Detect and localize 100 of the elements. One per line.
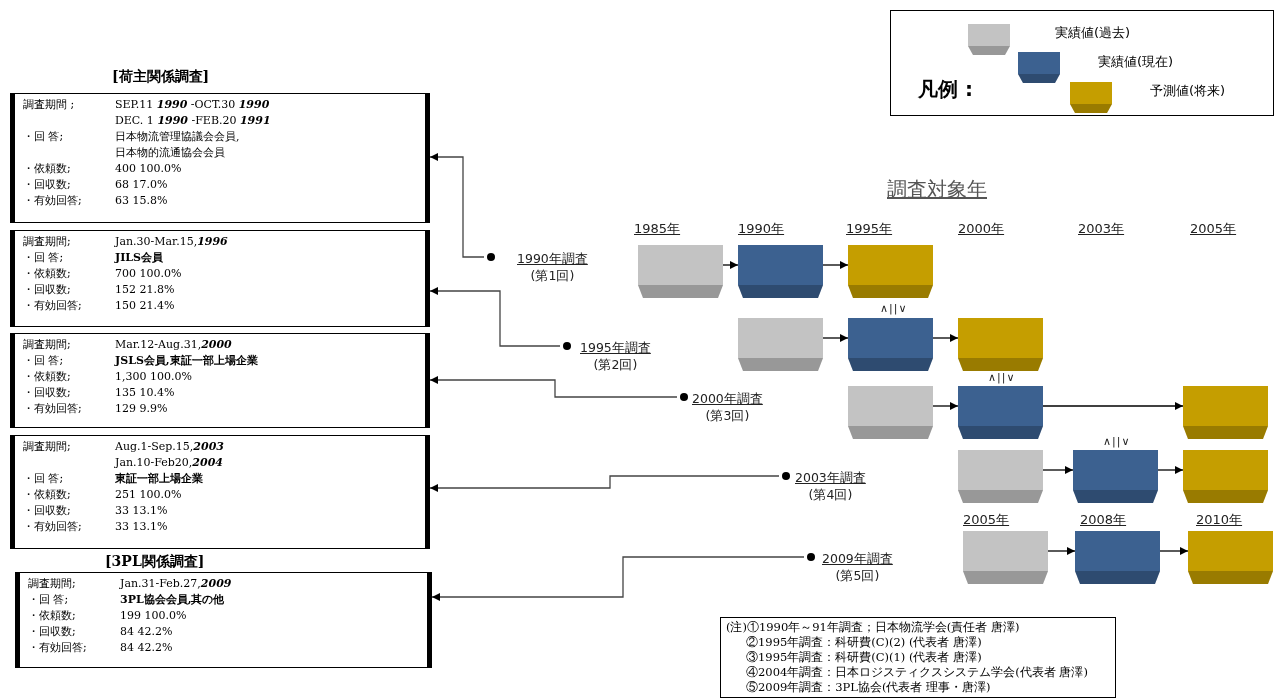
row-value: Mar.12-Aug.31,2000 xyxy=(115,337,233,353)
row-value: 152 21.8% xyxy=(115,282,176,298)
row-label: ・有効回答; xyxy=(23,193,83,209)
note-text: ②1995年調査：科研費(C)(2) (代表者 唐澤) xyxy=(746,635,982,650)
legend-text: 予測値(将来) xyxy=(1150,82,1226,100)
note-text: (注)①1990年～91年調査；日本物流学会(責任者 唐澤) xyxy=(726,620,1020,635)
row-label: ・回収数; xyxy=(23,503,72,519)
cuboid-block xyxy=(738,245,823,298)
row-value: 129 9.9% xyxy=(115,401,169,417)
row-label: 調査期間; xyxy=(23,337,72,353)
row-value: 1,300 100.0% xyxy=(115,369,193,385)
note-text: ⑤2009年調査：3PL協会(代表者 理事・唐澤) xyxy=(746,680,991,695)
cuboid-block xyxy=(958,386,1043,439)
row-label: ・回 答; xyxy=(23,129,65,145)
comparison-symbol: ∧||∨ xyxy=(988,371,1016,384)
row-value: 400 100.0% xyxy=(115,161,183,177)
cuboid-block xyxy=(1183,450,1268,503)
row-value: SEP.11 1990 -OCT.30 1990 xyxy=(115,97,271,113)
survey-title: 2009年調査 xyxy=(822,550,893,567)
connector-arrow xyxy=(822,261,849,269)
connector-arrow xyxy=(429,376,678,398)
info-box xyxy=(10,93,430,223)
cuboid-block xyxy=(848,386,933,439)
row-value: 199 100.0% xyxy=(120,608,188,624)
row-label: ・回収数; xyxy=(23,177,72,193)
row-value: 135 10.4% xyxy=(115,385,176,401)
year-label: 2010年 xyxy=(1196,511,1243,529)
connector-arrow xyxy=(1047,547,1076,555)
row-value: 150 21.4% xyxy=(115,298,176,314)
row-value: 63 15.8% xyxy=(115,193,169,209)
year-label: 2005年 xyxy=(1190,220,1237,238)
connector-arrow xyxy=(1042,402,1184,410)
legend-text: 実績値(現在) xyxy=(1098,53,1174,71)
cuboid-block xyxy=(1075,531,1160,584)
row-value: Jan.31-Feb.27,2009 xyxy=(120,576,232,592)
row-value: 84 42.2% xyxy=(120,624,174,640)
year-label: 1990年 xyxy=(738,220,785,238)
row-label: ・有効回答; xyxy=(23,401,83,417)
row-label: ・依頼数; xyxy=(23,266,72,282)
timeline-heading: 調査対象年 xyxy=(887,176,987,203)
row-value: 251 100.0% xyxy=(115,487,183,503)
connector-arrow xyxy=(932,402,959,410)
cuboid-block xyxy=(848,318,933,371)
year-label: 1995年 xyxy=(846,220,893,238)
year-label: 2005年 xyxy=(963,511,1010,529)
survey-title: 1995年調査 xyxy=(580,339,651,356)
comparison-symbol: ∧||∨ xyxy=(880,302,908,315)
row-label: ・依頼数; xyxy=(23,369,72,385)
row-label: ・回 答; xyxy=(23,471,65,487)
row-label: ・依頼数; xyxy=(23,161,72,177)
row-value: JILS会員 xyxy=(115,250,165,266)
connector-arrow xyxy=(429,287,561,347)
year-label: 2008年 xyxy=(1080,511,1127,529)
year-label: 2000年 xyxy=(958,220,1005,238)
comparison-symbol: ∧||∨ xyxy=(1103,435,1131,448)
legend-text: 実績値(過去) xyxy=(1055,24,1131,42)
row-value: Jan.10-Feb20,2004 xyxy=(115,455,224,471)
info-box xyxy=(10,230,430,327)
row-value: 日本物的流通協会会員 xyxy=(115,145,226,161)
info-box xyxy=(10,333,430,428)
row-value: 日本物流管理協議会会員, xyxy=(115,129,241,145)
row-label: ・有効回答; xyxy=(23,519,83,535)
info-box xyxy=(10,435,430,549)
connector-arrow xyxy=(429,475,780,492)
connector-arrow xyxy=(1042,466,1074,474)
cuboid-block xyxy=(958,318,1043,371)
row-label: 調査期間; xyxy=(23,439,72,455)
row-label: ・回 答; xyxy=(23,353,65,369)
row-value: Aug.1-Sep.15,2003 xyxy=(115,439,224,455)
row-label: ・回 答; xyxy=(23,250,65,266)
row-value: 68 17.0% xyxy=(115,177,169,193)
year-label: 1985年 xyxy=(634,220,681,238)
row-label: ・回収数; xyxy=(23,282,72,298)
survey-title: 2000年調査 xyxy=(692,390,763,407)
year-label: 2003年 xyxy=(1078,220,1125,238)
cuboid-block xyxy=(958,450,1043,503)
row-value: DEC. 1 1990 -FEB.20 1991 xyxy=(115,113,271,129)
connector-arrow xyxy=(822,334,849,342)
row-value: 東証一部上場企業 xyxy=(115,471,204,487)
round-number: (第2回) xyxy=(593,356,638,373)
row-label: 調査期間; xyxy=(28,576,77,592)
legend-title: 凡例 : xyxy=(918,76,973,103)
row-label: ・回収数; xyxy=(23,385,72,401)
note-text: ③1995年調査：科研費(C)(1) (代表者 唐澤) xyxy=(746,650,982,665)
row-label: ・依頼数; xyxy=(23,487,72,503)
cuboid-block xyxy=(1188,531,1273,584)
connector-arrow xyxy=(1157,466,1184,474)
row-label: ・回収数; xyxy=(28,624,77,640)
connector-arrow xyxy=(932,334,959,342)
cuboid-block xyxy=(638,245,723,298)
row-label: 調査期間; xyxy=(23,234,72,250)
survey-title: 1990年調査 xyxy=(517,250,588,267)
cuboid-block xyxy=(848,245,933,298)
info-box xyxy=(15,572,432,668)
cuboid-block xyxy=(738,318,823,371)
survey-title: 2003年調査 xyxy=(795,469,866,486)
row-value: 700 100.0% xyxy=(115,266,183,282)
section-heading: [3PL関係調査] xyxy=(105,553,205,571)
cuboid-block xyxy=(1073,450,1158,503)
connector-arrow xyxy=(722,261,739,269)
